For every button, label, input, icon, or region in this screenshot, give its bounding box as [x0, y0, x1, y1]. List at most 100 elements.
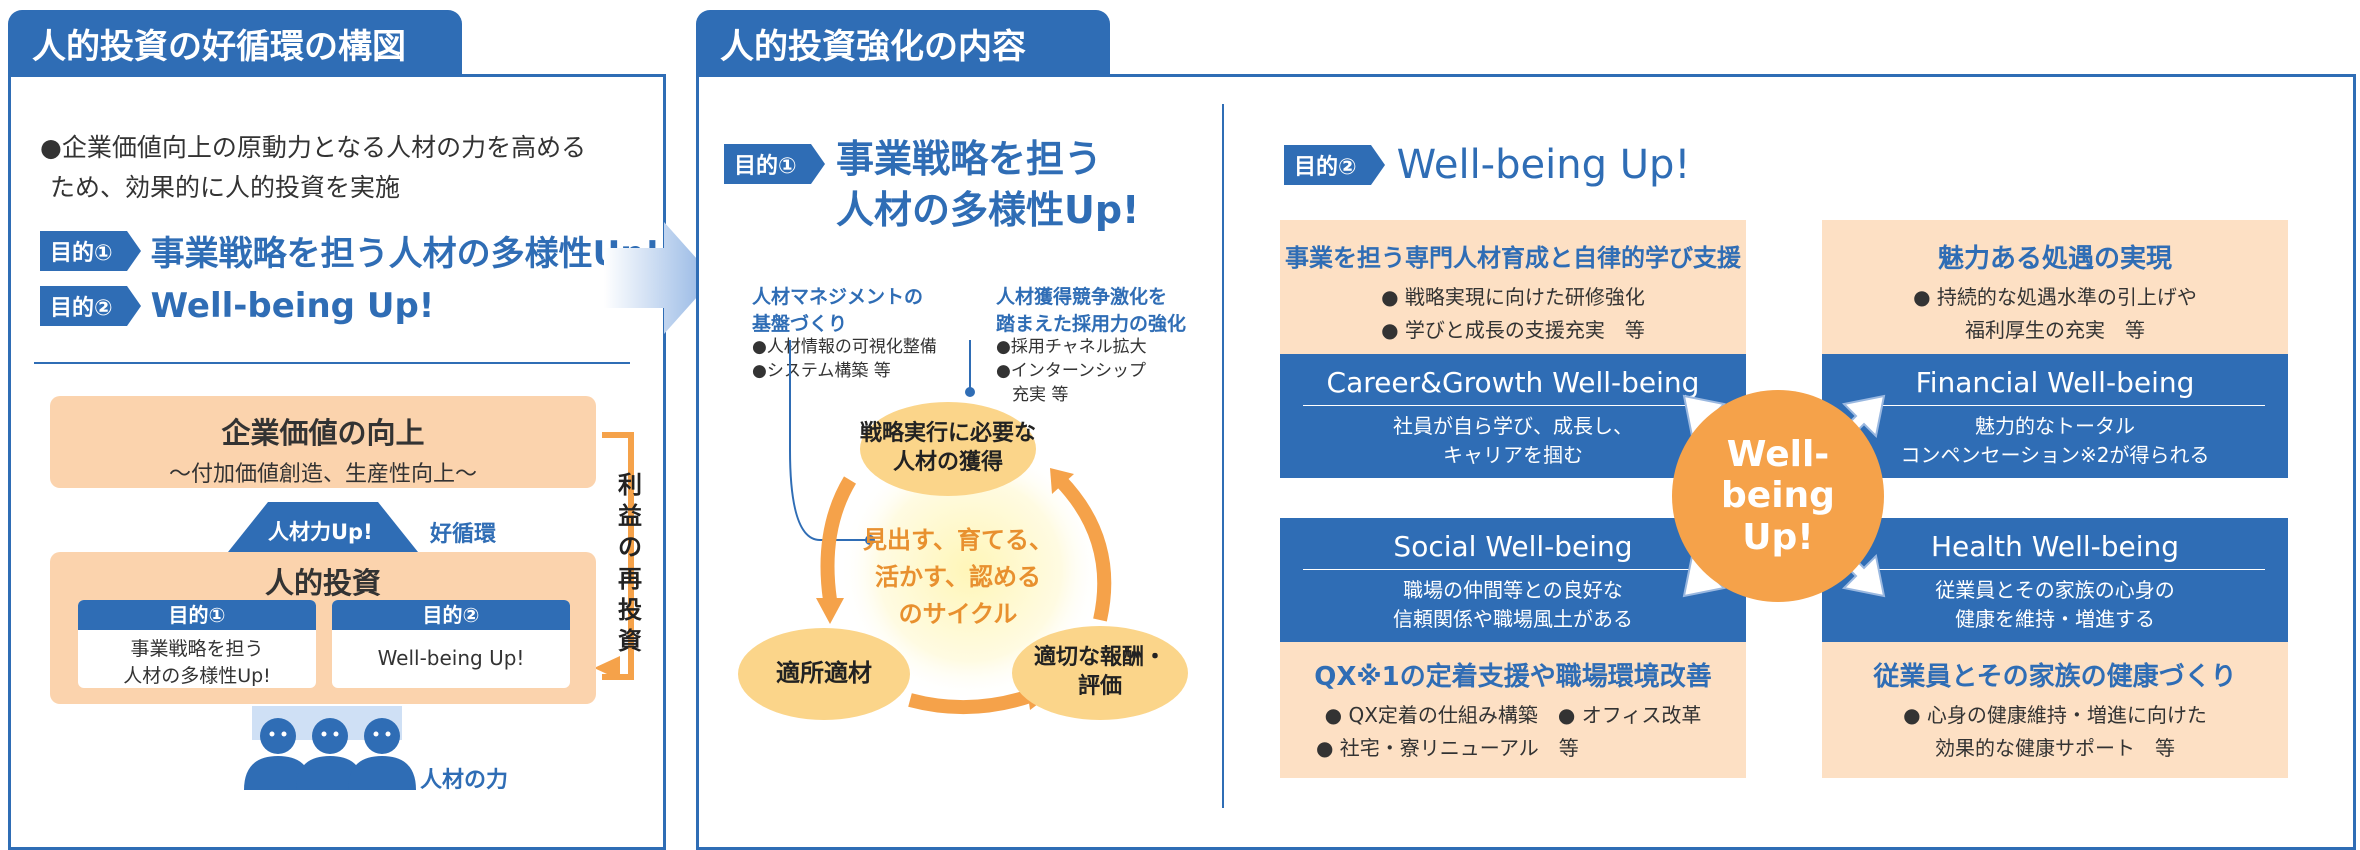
quadrant-career-header: 事業を担う専門人材育成と自律的学び支援 ● 戦略実現に向けた研修強化 ● 学びと…	[1280, 238, 1746, 343]
annotation-1-item-2: ●システム構築 等	[752, 360, 891, 381]
reinvest-char: の	[618, 533, 642, 562]
cycle-node-top-line-1: 戦略実行に必要な	[860, 421, 1037, 447]
quadrant-career-item-2: ● 学びと成長の支援充実 等	[1381, 318, 1645, 342]
quadrant-health-item-1: ● 心身の健康維持・増進に向けた	[1903, 703, 2207, 727]
annotation-1-title-2: 基盤づくり	[752, 313, 848, 335]
up-arrow-icon	[228, 502, 418, 552]
p1-title-line-2: 人材の多様性Up!	[836, 188, 1140, 233]
annotation-2-item-1: ●採用チャネル拡大	[996, 337, 1147, 357]
quadrant-career-band: Career&Growth Well-being 社員が自ら学び、成長し、 キャ…	[1280, 354, 1746, 478]
value-title: 企業価値の向上	[221, 416, 425, 450]
quadrant-financial-band-line-2: コンペンセーション※2が得られる	[1900, 443, 2210, 467]
left-divider	[34, 362, 630, 364]
quadrant-health-band: Health Well-being 従業員とその家族の心身の 健康を維持・増進す…	[1822, 518, 2288, 642]
left-section-tab: 人的投資の好循環の構図	[8, 10, 462, 76]
p2-header: 目的② Well-being Up!	[1284, 142, 1690, 188]
cycle-node-right: 適切な報酬・ 評価	[1012, 626, 1188, 720]
cycle-center-text: 見出す、育てる、 活かす、認める のサイクル	[858, 522, 1058, 634]
annotation-2-item-3: 充実 等	[1012, 384, 1069, 405]
intro-line-1: ●企業価値向上の原動力となる人材の力を高める	[40, 133, 587, 162]
left-purpose-1-tag: 目的①	[40, 230, 141, 271]
annotation-2: 人材獲得競争激化を 踏まえた採用力の強化 ●採用チャネル拡大 ●インターンシップ…	[996, 282, 1186, 407]
right-section-tab: 人的投資強化の内容	[696, 10, 1110, 76]
annotation-1: 人材マネジメントの 基盤づくり ●人材情報の可視化整備 ●システム構築 等	[752, 282, 937, 384]
center-circle: Well-being Up!	[1672, 390, 1884, 602]
left-purpose-2: 目的② Well-being Up!	[40, 286, 434, 326]
quadrant-health-band-title: Health Well-being	[1930, 530, 2180, 563]
quadrant-social-band-line-2: 信頼関係や職場風土がある	[1393, 607, 1633, 631]
quadrant-health-footer: 従業員とその家族の健康づくり ● 心身の健康維持・増進に向けた 効果的な健康サポ…	[1822, 656, 2288, 761]
right-section-title: 人的投資強化の内容	[720, 26, 1026, 67]
investment-purpose-1-line-2: 人材の多様性Up!	[123, 665, 271, 687]
annotation-2-title-1: 人材獲得競争激化を	[996, 286, 1168, 308]
annotation-1-title-1: 人材マネジメントの	[752, 286, 924, 308]
p2-title: Well-being Up!	[1396, 142, 1691, 188]
cycle-label: 好循環	[430, 522, 497, 547]
investment-purpose-2-text: Well-being Up!	[377, 646, 525, 670]
intro-text: ●企業価値向上の原動力となる人材の力を高める ため、効果的に人的投資を実施	[40, 128, 586, 208]
p1-tag: 目的①	[724, 144, 825, 184]
investment-purpose-1-line-1: 事業戦略を担う	[130, 638, 264, 660]
quadrant-financial-item-1: ● 持続的な処遇水準の引上げや	[1913, 285, 2197, 309]
cycle-node-top-line-2: 人材の獲得	[892, 450, 1003, 475]
transition-arrow-icon	[604, 222, 714, 334]
value-subtitle: ～付加価値創造、生産性向上～	[168, 462, 477, 487]
cycle-node-right-line-1: 適切な報酬・	[1033, 645, 1166, 671]
cycle-center-line-3: のサイクル	[898, 600, 1018, 629]
quadrant-health-band-line-2: 健康を維持・増進する	[1955, 607, 2155, 631]
annotation-1-item-1: ●人材情報の可視化整備	[752, 337, 937, 357]
quadrant-social-title: QX※1の定着支援や職場環境改善	[1314, 662, 1712, 692]
quadrant-social-footer: QX※1の定着支援や職場環境改善 ● QX定着の仕組み構築 ● オフィス改革 ●…	[1280, 656, 1746, 761]
reinvest-char: 投	[618, 595, 642, 624]
left-purpose-2-text: Well-being Up!	[150, 286, 435, 326]
cycle-center-line-2: 活かす、認める	[874, 563, 1042, 592]
quadrant-career-band-line-2: キャリアを掴む	[1443, 443, 1583, 467]
quadrant-social-item-2: ● 社宅・寮リニューアル 等	[1316, 736, 1579, 760]
reinvest-arrowhead-icon	[594, 656, 620, 680]
annotation-2-item-2: ●インターンシップ	[996, 360, 1146, 381]
quadrant-social-band: Social Well-being 職場の仲間等との良好な 信頼関係や職場風土が…	[1280, 518, 1746, 642]
cycle-node-left: 適所適材	[738, 628, 910, 720]
reinvest-label: 利 益 の 再 投 資	[610, 470, 650, 657]
quadrant-social	[1280, 642, 1746, 778]
cycle-node-top: 戦略実行に必要な 人材の獲得	[860, 402, 1036, 496]
reinvest-char: 資	[618, 626, 642, 655]
quadrant-health-band-line-1: 従業員とその家族の心身の	[1935, 578, 2175, 602]
cycle-node-left-label: 適所適材	[776, 659, 872, 688]
people-label: 人材の力	[420, 768, 509, 793]
p2-tag: 目的②	[1284, 145, 1385, 185]
center-line-1: Well-being	[1721, 433, 1835, 517]
quadrant-financial-title: 魅力ある処遇の実現	[1937, 244, 2172, 274]
annotation-2-title-2: 踏まえた採用力の強化	[996, 313, 1187, 335]
quadrant-career-item-1: ● 戦略実現に向けた研修強化	[1381, 285, 1645, 309]
quadrant-financial-band-title: Financial Well-being	[1915, 366, 2195, 399]
right-divider	[1222, 104, 1224, 808]
reinvest-char: 益	[618, 502, 642, 531]
people-icon	[244, 718, 416, 790]
cycle-node-right-line-2: 評価	[1077, 674, 1122, 699]
quadrant-career-band-title: Career&Growth Well-being	[1326, 366, 1700, 399]
reinvest-char: 利	[618, 471, 642, 499]
quadrant-social-band-title: Social Well-being	[1393, 530, 1633, 563]
left-purpose-1-text: 事業戦略を担う人材の多様性Up!	[150, 234, 661, 274]
left-purpose-2-tag: 目的②	[40, 286, 141, 326]
quadrant-career-band-line-1: 社員が自ら学び、成長し、	[1393, 414, 1633, 438]
quadrant-financial-item-2: 福利厚生の充実 等	[1965, 318, 2145, 342]
investment-purpose-1-box: 目的① 事業戦略を担う 人材の多様性Up!	[78, 600, 316, 688]
quadrant-health-item-2: 効果的な健康サポート 等	[1935, 736, 2175, 760]
cycle-diagram	[789, 340, 1112, 715]
investment-purpose-2-head: 目的②	[332, 600, 570, 630]
cycle-center-line-1: 見出す、育てる、	[862, 526, 1054, 554]
quadrant-social-item-1: ● QX定着の仕組み構築 ● オフィス改革	[1324, 703, 1702, 727]
reinvest-char: 再	[618, 564, 642, 593]
quadrant-health-title: 従業員とその家族の健康づくり	[1873, 662, 2237, 692]
p1-title: 事業戦略を担う 人材の多様性Up!	[836, 134, 1139, 237]
quadrant-financial-band: Financial Well-being 魅力的なトータル コンペンセーション※…	[1822, 354, 2288, 478]
quadrant-career-title: 事業を担う専門人材育成と自律的学び支援	[1285, 244, 1741, 272]
quadrant-financial-header: 魅力ある処遇の実現 ● 持続的な処遇水準の引上げや 福利厚生の充実 等	[1822, 238, 2288, 343]
p1-header: 目的①	[724, 144, 825, 184]
quadrant-social-band-line-1: 職場の仲間等との良好な	[1403, 578, 1623, 602]
quadrant-financial-band-line-1: 魅力的なトータル	[1975, 414, 2135, 438]
investment-purpose-2-box: 目的② Well-being Up!	[332, 600, 570, 688]
p1-title-line-1: 事業戦略を担う	[836, 137, 1103, 181]
